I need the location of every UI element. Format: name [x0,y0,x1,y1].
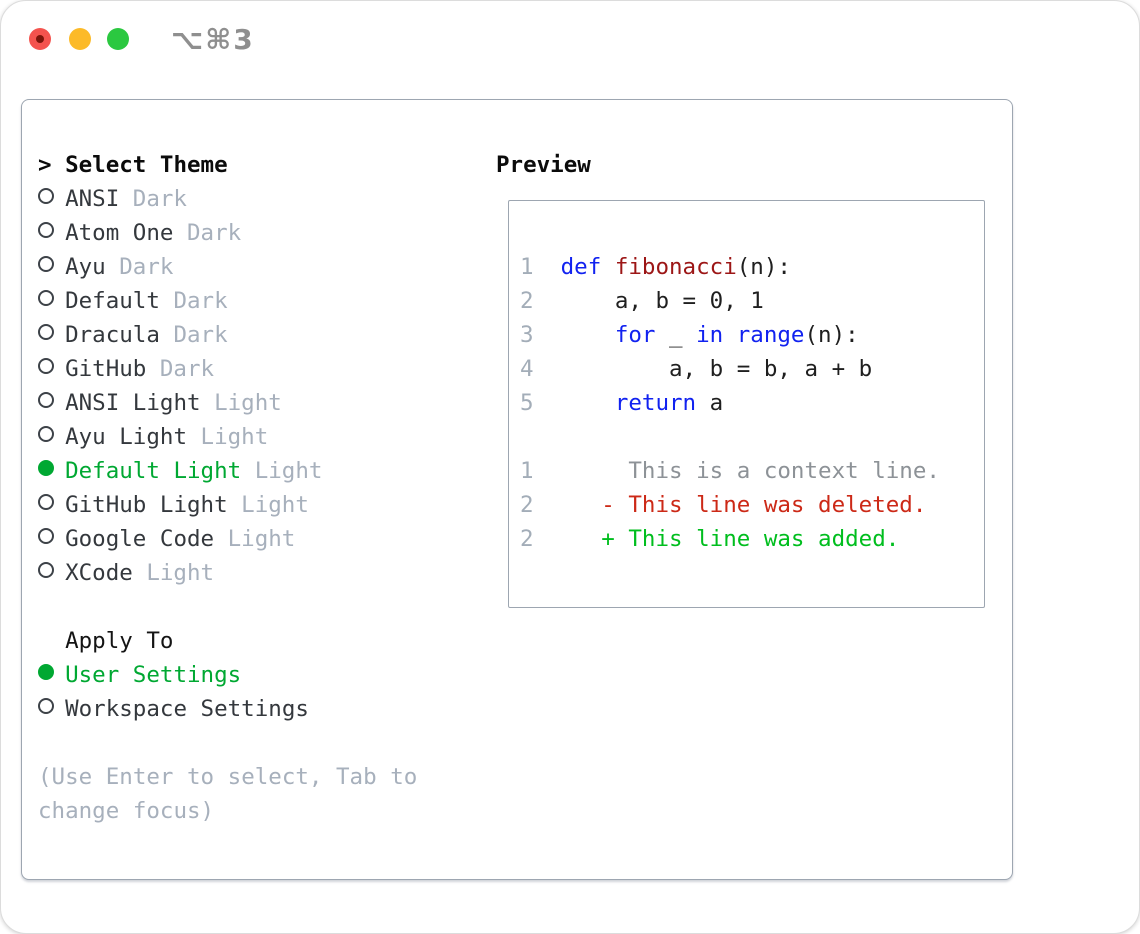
keyboard-hint-line-1: (Use Enter to select, Tab to [38,764,418,790]
code-line-3: 3 for _ in range(n): [520,322,859,348]
cursor-arrow-icon: > [38,152,52,178]
theme-variant-tag: Dark [119,254,174,280]
theme-variant-tag: Light [200,424,269,450]
code-line-2: 2 a, b = 0, 1 [520,288,764,314]
radio-off-icon [38,392,54,408]
radio-off-icon [38,290,54,306]
select-theme-header: > Select Theme [38,148,488,182]
titlebar: ⌥⌘3 [1,1,1139,77]
apply-option-user-settings[interactable]: User Settings [38,658,488,692]
zoom-button[interactable] [107,28,129,50]
spacer [38,726,488,760]
apply-to-header: Apply To [38,624,488,658]
line-number: 2 [520,492,534,518]
radio-off-icon [38,188,54,204]
diff-deleted-line: 2 - This line was deleted. [520,492,927,518]
theme-variant-tag: Light [227,526,296,552]
radio-off-icon [38,698,54,714]
radio-off-icon [38,528,54,544]
theme-variant-tag: Light [241,492,309,518]
apply-option-workspace-settings[interactable]: Workspace Settings [38,692,488,726]
theme-variant-tag: Light [214,390,282,416]
line-number: 5 [520,390,534,416]
apply-to-title: Apply To [65,628,174,654]
spacer [38,590,488,624]
window-title: ⌥⌘3 [171,23,255,56]
radio-off-icon [38,256,54,272]
radio-off-icon [38,426,54,442]
radio-off-icon [38,324,54,340]
code-line-4: 4 a, b = b, a + b [520,356,873,382]
theme-variant-tag: Dark [159,356,215,382]
radio-off-icon [38,222,54,238]
line-number: 1 [520,458,534,484]
line-number: 2 [520,288,534,314]
blank-line [520,420,984,454]
radio-off-icon [38,494,54,510]
line-number: 3 [520,322,534,348]
radio-off-icon [38,562,54,578]
select-theme-title: Select Theme [65,152,228,178]
theme-variant-tag: Light [146,560,215,586]
radio-off-icon [38,358,54,374]
code-line-5: 5 return a [520,390,724,416]
close-button[interactable] [29,28,51,50]
minimize-button[interactable] [69,28,91,50]
code-line-1: 1 def fibonacci(n): [520,254,791,280]
preview-box: 1 def fibonacci(n): 2 a, b = 0, 1 3 for … [508,200,985,608]
radio-on-icon [38,460,54,476]
theme-variant-tag: Light [254,458,323,484]
diff-context-line: 1 This is a context line. [520,458,940,484]
line-number: 1 [520,254,534,280]
preview-header: Preview [496,152,591,178]
theme-variant-tag: Dark [186,220,242,246]
keyboard-hint-line-2: change focus) [38,798,215,824]
line-number: 4 [520,356,534,382]
diff-added-line: 2 + This line was added. [520,526,900,552]
theme-variant-tag: Dark [132,186,187,212]
line-number: 2 [520,526,534,552]
theme-variant-tag: Dark [173,322,228,348]
theme-variant-tag: Dark [173,288,228,314]
radio-on-icon [38,664,54,680]
